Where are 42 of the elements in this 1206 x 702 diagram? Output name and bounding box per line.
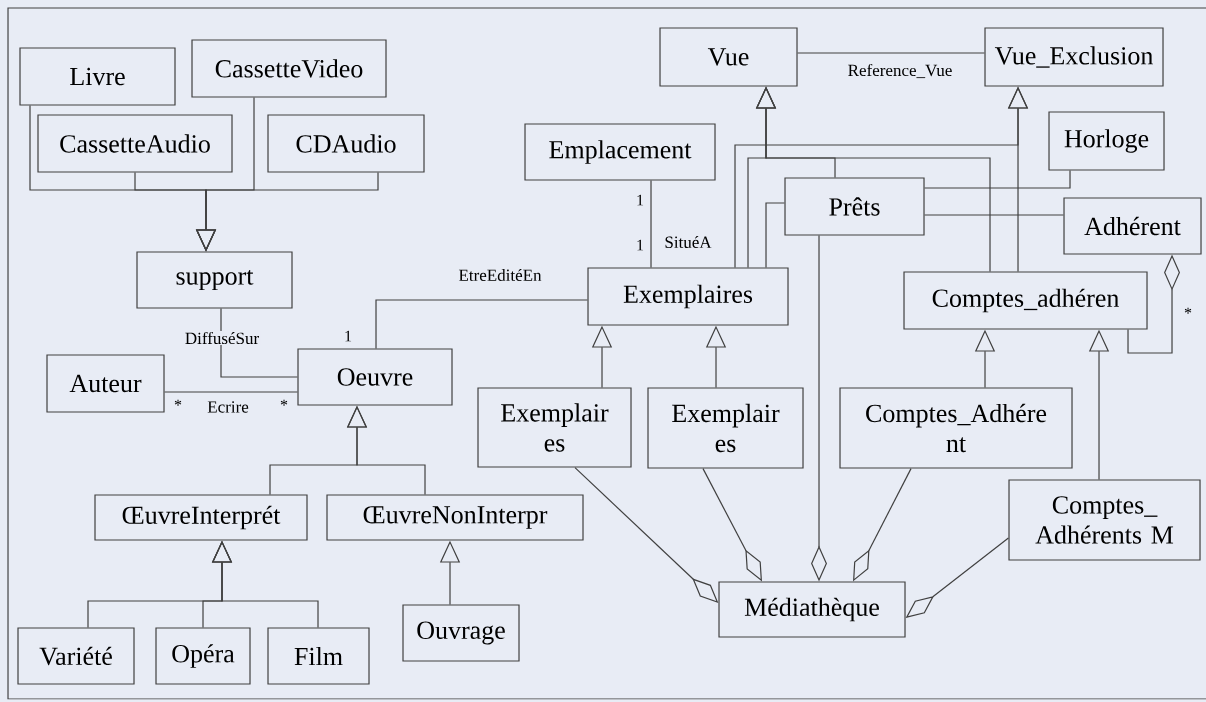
class-box: Vue [659, 27, 798, 87]
association-line [797, 52, 985, 54]
class-box: Livre [19, 47, 176, 106]
class-box: Exemplair es [477, 387, 632, 468]
multiplicity-label: 1 [637, 194, 644, 206]
class-box: ŒuvreInterprét [94, 494, 308, 541]
association-line [924, 170, 1071, 189]
association-line [650, 180, 652, 268]
class-box: Auteur [46, 354, 165, 413]
edge-label: Ecrire [206, 400, 250, 414]
class-box: Exemplaires [587, 267, 789, 326]
association-line [375, 299, 588, 349]
class-box: Opéra [155, 627, 251, 685]
class-box: Vue_Exclusion [984, 27, 1164, 87]
class-box: Ouvrage [402, 604, 520, 662]
class-box: CDAudio [267, 114, 425, 173]
class-box: Emplacement [524, 123, 716, 181]
class-box: Film [267, 627, 370, 685]
edge-label: EtreEditéEn [457, 268, 543, 282]
edge-label: SituéA [663, 235, 713, 249]
class-box: Exemplair es [647, 387, 804, 469]
class-box: Comptes_ Adhérents M [1008, 479, 1201, 561]
class-box: Oeuvre [297, 348, 453, 406]
multiplicity-label: * [174, 399, 182, 406]
association-line [765, 202, 785, 268]
class-box: Comptes_Adhére nt [839, 387, 1073, 469]
class-box: CassetteVideo [191, 39, 387, 98]
class-box: ŒuvreNonInterpr [326, 494, 584, 541]
class-box: Adhérent [1063, 197, 1202, 255]
class-box: Variété [17, 627, 135, 685]
class-box: Médiathèque [718, 581, 906, 638]
class-box: support [136, 251, 293, 309]
class-box: Horloge [1048, 111, 1165, 171]
multiplicity-label: * [280, 399, 288, 406]
class-box: CassetteAudio [37, 114, 233, 173]
class-box: Prêts [784, 177, 925, 236]
multiplicity-label: * [1184, 307, 1192, 314]
association-line [220, 308, 298, 378]
multiplicity-label: 1 [637, 239, 644, 251]
association-line [924, 214, 1064, 216]
class-box: Comptes_adhéren [903, 271, 1148, 330]
association-line [164, 391, 298, 393]
